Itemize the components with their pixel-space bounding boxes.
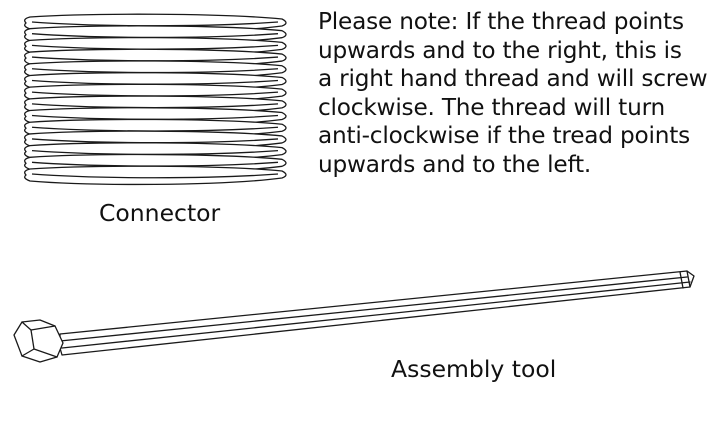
connector-thread-groove (31, 173, 279, 179)
assembly-tool-label: Assembly tool (391, 355, 557, 383)
note-line: anti-clockwise if the tread points (318, 122, 690, 149)
tool-hex-face-edge (30, 325, 56, 331)
note-line: Please note: If the thread points (318, 8, 684, 35)
connector-thread-ring (24, 165, 287, 186)
note-line: clockwise. The thread will turn (318, 93, 665, 121)
tool-shaft (59, 270, 695, 356)
note-line: upwards and to the right, this is (318, 36, 682, 64)
note-line: a right hand thread and will screw (318, 65, 708, 92)
tool-shaft-ridge-1 (59, 276, 688, 342)
tool-tip-edge-2 (679, 271, 684, 289)
tool-hex-head (13, 319, 64, 363)
tool-shaft-ridge-2 (61, 281, 691, 349)
tool-hex-face-edge-2 (33, 348, 58, 358)
tool-hex-face (21, 321, 35, 357)
assembly-tool-illustration (13, 270, 695, 363)
note-line: upwards and to the left. (318, 150, 592, 178)
tool-tip-edge-1 (686, 270, 691, 288)
thread-direction-note: Please note: If the thread points upward… (318, 8, 714, 179)
connector-illustration (24, 13, 287, 186)
connector-label: Connector (99, 199, 221, 227)
